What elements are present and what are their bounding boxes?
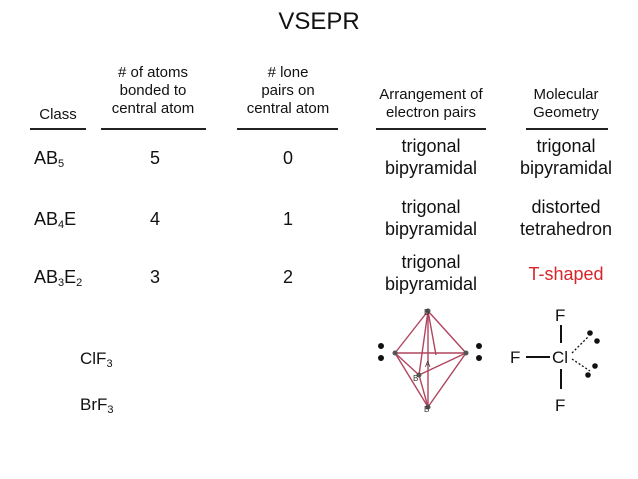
bipyramid-label-top: B: [424, 308, 429, 317]
header-class: Class: [39, 106, 77, 123]
row3-class: AB3E2: [34, 267, 83, 289]
row1-class: AB5: [34, 148, 65, 170]
row1-lone-pairs: 0: [282, 148, 293, 168]
header-lone-line-2: pairs on: [261, 82, 315, 99]
row3-geometry: T-shaped: [528, 264, 604, 284]
row2-geometry: distorted tetrahedron: [519, 197, 613, 239]
header-arrangement: Arrangement of electron pairs: [366, 86, 496, 122]
header-lone-pairs: # lone pairs on central atom: [232, 64, 344, 118]
lewis-f-top: F: [555, 306, 565, 325]
row2-class: AB4E: [34, 209, 77, 231]
row2-lone-pairs: 1: [282, 209, 293, 229]
lewis-lone-pair-wedges: [571, 336, 591, 372]
header-atoms-line-1: # of atoms: [117, 64, 189, 81]
rule-arrangement: [376, 128, 486, 130]
row3-lone-pairs: 2: [282, 267, 293, 287]
lewis-bonds: [526, 325, 562, 389]
lewis-f-bottom: F: [555, 396, 565, 415]
bipyramid-lone-pairs: [378, 343, 482, 361]
header-geometry-line-2: Geometry: [533, 104, 599, 121]
bipyramid-edges: [394, 310, 467, 408]
row3-arrangement: trigonal bipyramidal: [384, 252, 478, 294]
row1-geometry: trigonal bipyramidal: [519, 136, 613, 178]
trigonal-bipyramid-diagram: B B A B: [378, 308, 482, 414]
bipyramid-label-center: A: [425, 360, 431, 369]
bipyramid-vertices: [392, 308, 469, 410]
rule-lone: [237, 128, 338, 130]
example-brf3: BrF3: [80, 395, 114, 416]
rule-geometry: [526, 128, 608, 130]
example-clf3: ClF3: [80, 349, 113, 370]
header-lone-line-1: # lone: [267, 64, 309, 81]
header-atoms: # of atoms bonded to central atom: [97, 64, 209, 118]
bipyramid-label-lower: B: [413, 374, 418, 383]
header-arrangement-line-2: electron pairs: [385, 104, 477, 121]
rule-class: [30, 128, 86, 130]
rule-atoms: [101, 128, 206, 130]
row3-atoms: 3: [149, 267, 160, 287]
row2-arrangement: trigonal bipyramidal: [384, 197, 478, 239]
bipyramid-label-bottom: B: [424, 405, 429, 414]
page-title: VSEPR: [278, 8, 360, 35]
header-atoms-line-2: bonded to: [119, 82, 187, 99]
row1-atoms: 5: [149, 148, 160, 168]
row2-atoms: 4: [149, 209, 160, 229]
row1-arrangement: trigonal bipyramidal: [384, 136, 478, 178]
header-geometry: Molecular Geometry: [516, 86, 616, 122]
header-geometry-line-1: Molecular: [533, 86, 599, 103]
header-arrangement-line-1: Arrangement of: [379, 86, 483, 103]
header-atoms-line-3: central atom: [111, 100, 195, 117]
lewis-lone-pair-dots: [585, 330, 600, 378]
clf3-lewis-structure: F F F Cl: [510, 306, 600, 415]
lewis-cl-center: Cl: [552, 348, 568, 367]
lewis-f-left: F: [510, 348, 520, 367]
header-lone-line-3: central atom: [246, 100, 330, 117]
